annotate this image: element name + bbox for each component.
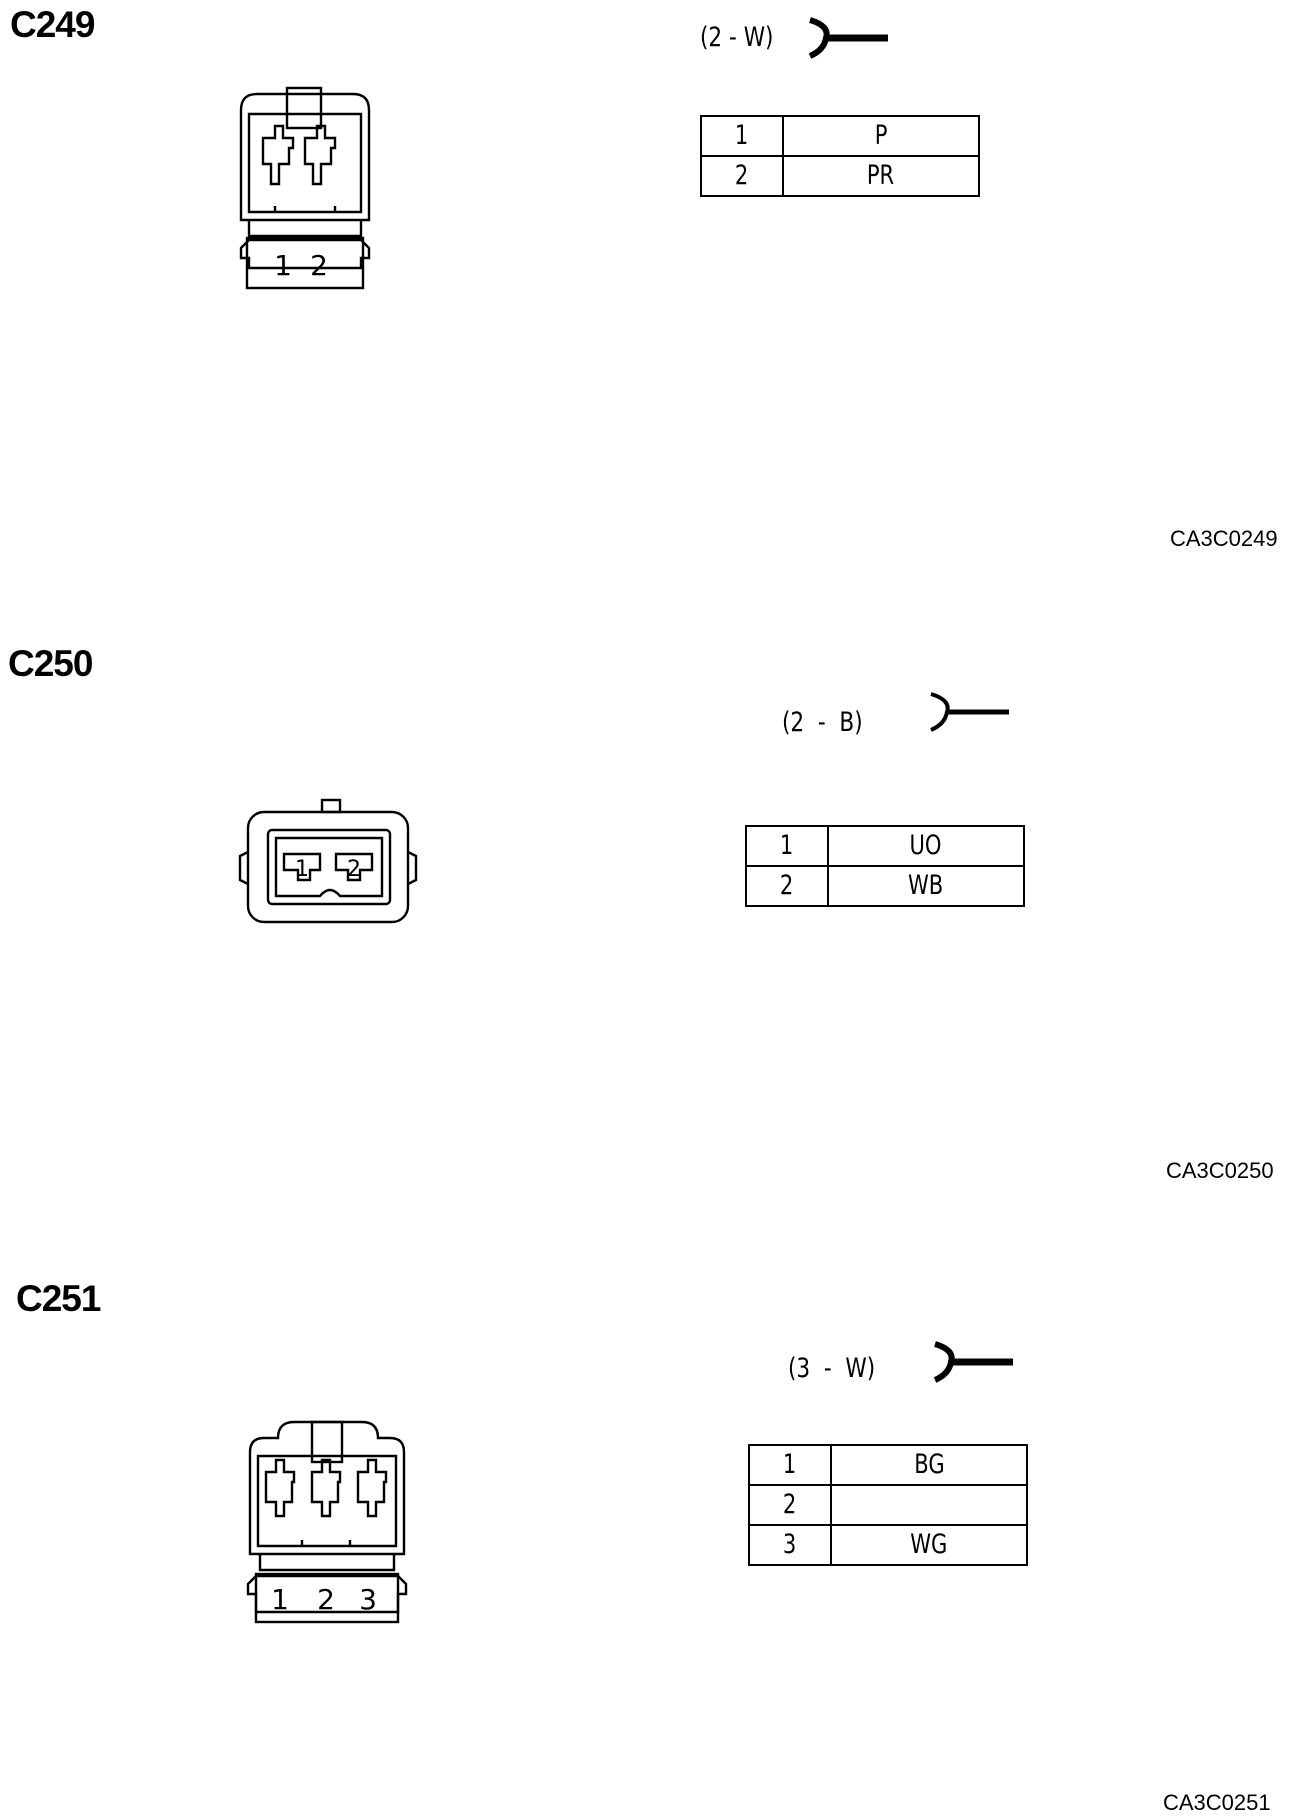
connector-face-2pin: 1 2 bbox=[239, 86, 371, 290]
fork-terminal-icon bbox=[930, 692, 1009, 732]
face-pin-label: 1 bbox=[295, 857, 309, 882]
pin-number-cell: 1 bbox=[745, 825, 829, 867]
spec-label: (2 - W) bbox=[700, 21, 774, 53]
wire-color-cell: P bbox=[782, 115, 980, 157]
figure-reference-code: CA3C0250 bbox=[1166, 1158, 1274, 1183]
table-row: 1 UO bbox=[745, 825, 1025, 867]
table-row: 1 P bbox=[700, 115, 980, 157]
spec-label: (3 - W) bbox=[788, 1352, 876, 1384]
table-row: 2 WB bbox=[745, 865, 1025, 907]
pin-number-cell: 2 bbox=[748, 1484, 832, 1526]
figure-reference-code: CA3C0249 bbox=[1170, 526, 1278, 551]
connector-title: C250 bbox=[8, 643, 93, 684]
connector-face-3pin: 1 2 3 bbox=[246, 1420, 408, 1624]
fork-terminal-icon bbox=[808, 17, 888, 59]
wire-color-cell: WB bbox=[827, 865, 1025, 907]
face-pin-label: 3 bbox=[359, 1583, 377, 1616]
table-row: 2 bbox=[748, 1484, 1028, 1526]
connector-spec: (3 - W) bbox=[788, 1341, 1017, 1386]
connector-face-2pin-round: 1 2 bbox=[238, 798, 418, 924]
spec-label: (2 - B) bbox=[782, 706, 863, 738]
fork-terminal-icon bbox=[933, 1341, 1014, 1383]
table-row: 3 WG bbox=[748, 1524, 1028, 1566]
face-pin-label: 2 bbox=[310, 249, 328, 282]
wire-color-cell: PR bbox=[782, 155, 980, 197]
wire-color-cell: BG bbox=[830, 1444, 1028, 1486]
pin-number-cell: 3 bbox=[748, 1524, 832, 1566]
pin-table: 1 UO 2 WB bbox=[745, 825, 1025, 907]
face-pin-label: 2 bbox=[317, 1583, 335, 1616]
connector-spec: (2 - W) bbox=[700, 12, 892, 62]
pin-number-cell: 2 bbox=[700, 155, 784, 197]
pin-number-cell: 2 bbox=[745, 865, 829, 907]
table-row: 2 PR bbox=[700, 155, 980, 197]
face-pin-label: 1 bbox=[271, 1583, 289, 1616]
pin-table: 1 BG 2 3 WG bbox=[748, 1444, 1028, 1566]
face-pin-label: 1 bbox=[274, 249, 292, 282]
pin-table: 1 P 2 PR bbox=[700, 115, 980, 197]
wire-color-cell: WG bbox=[830, 1524, 1028, 1566]
table-row: 1 BG bbox=[748, 1444, 1028, 1486]
pin-number-cell: 1 bbox=[700, 115, 784, 157]
connector-title: C251 bbox=[16, 1278, 101, 1319]
connector-title: C249 bbox=[10, 4, 95, 45]
face-pin-label: 2 bbox=[347, 857, 361, 882]
pin-number-cell: 1 bbox=[748, 1444, 832, 1486]
figure-reference-code: CA3C0251 bbox=[1163, 1790, 1271, 1815]
wire-color-cell bbox=[830, 1484, 1028, 1526]
wire-color-cell: UO bbox=[827, 825, 1025, 867]
connector-spec: (2 - B) bbox=[782, 692, 1013, 738]
